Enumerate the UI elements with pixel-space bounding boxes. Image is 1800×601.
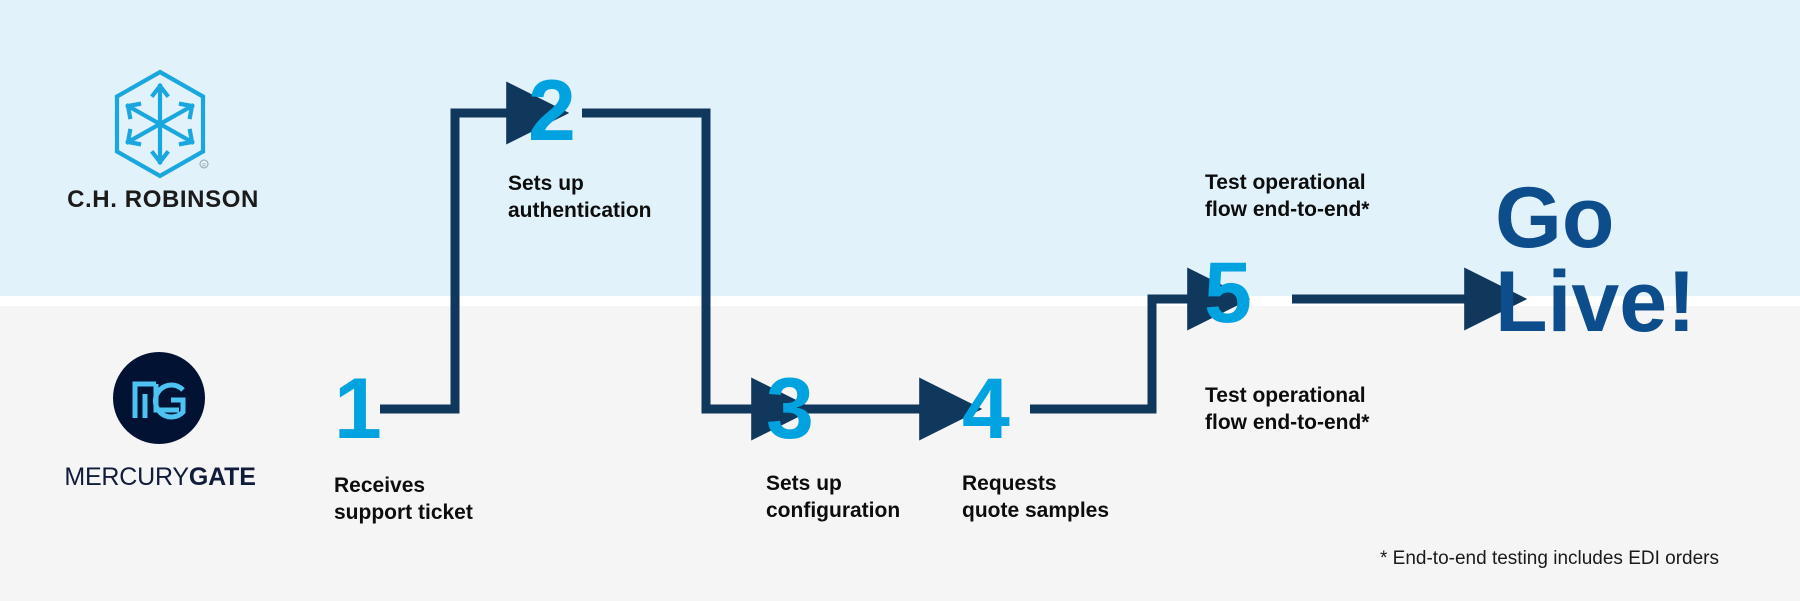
note-test-operational-flow-bottom: Test operational flow end-to-end* — [1205, 384, 1370, 434]
step-label-4: Requests quote samples — [962, 472, 1110, 522]
step-number-5: 5 — [1204, 245, 1252, 341]
step-label-2: Sets up authentication — [508, 172, 652, 222]
lane-band-top — [0, 0, 1800, 296]
mercurygate-mg-monogram-icon — [113, 352, 205, 444]
mercurygate-wordmark: MERCURYGATE — [40, 463, 280, 492]
lane-band-bottom — [0, 306, 1800, 601]
go-live-label: Go Live! — [1495, 170, 1696, 350]
note-test-operational-flow-top: Test operational flow end-to-end* — [1205, 171, 1370, 221]
mercurygate-logo-circle — [113, 352, 205, 444]
svg-text:R: R — [202, 163, 206, 169]
ch-robinson-wordmark: C.H. ROBINSON — [67, 186, 259, 213]
step-number-3: 3 — [766, 361, 814, 457]
step-number-2: 2 — [528, 63, 576, 159]
step-label-3: Sets up configuration — [766, 472, 901, 522]
step-number-4: 4 — [962, 361, 1010, 457]
ch-robinson-hexagon-icon: R — [110, 68, 210, 180]
lane-band-divider — [0, 296, 1800, 306]
step-label-1: Receives support ticket — [334, 474, 473, 524]
step-number-1: 1 — [334, 361, 382, 457]
mercurygate-wordmark-bold: GATE — [188, 463, 256, 491]
footnote-text: * End-to-end testing includes EDI orders — [1380, 548, 1720, 569]
mercurygate-wordmark-thin: MERCURY — [64, 463, 189, 491]
